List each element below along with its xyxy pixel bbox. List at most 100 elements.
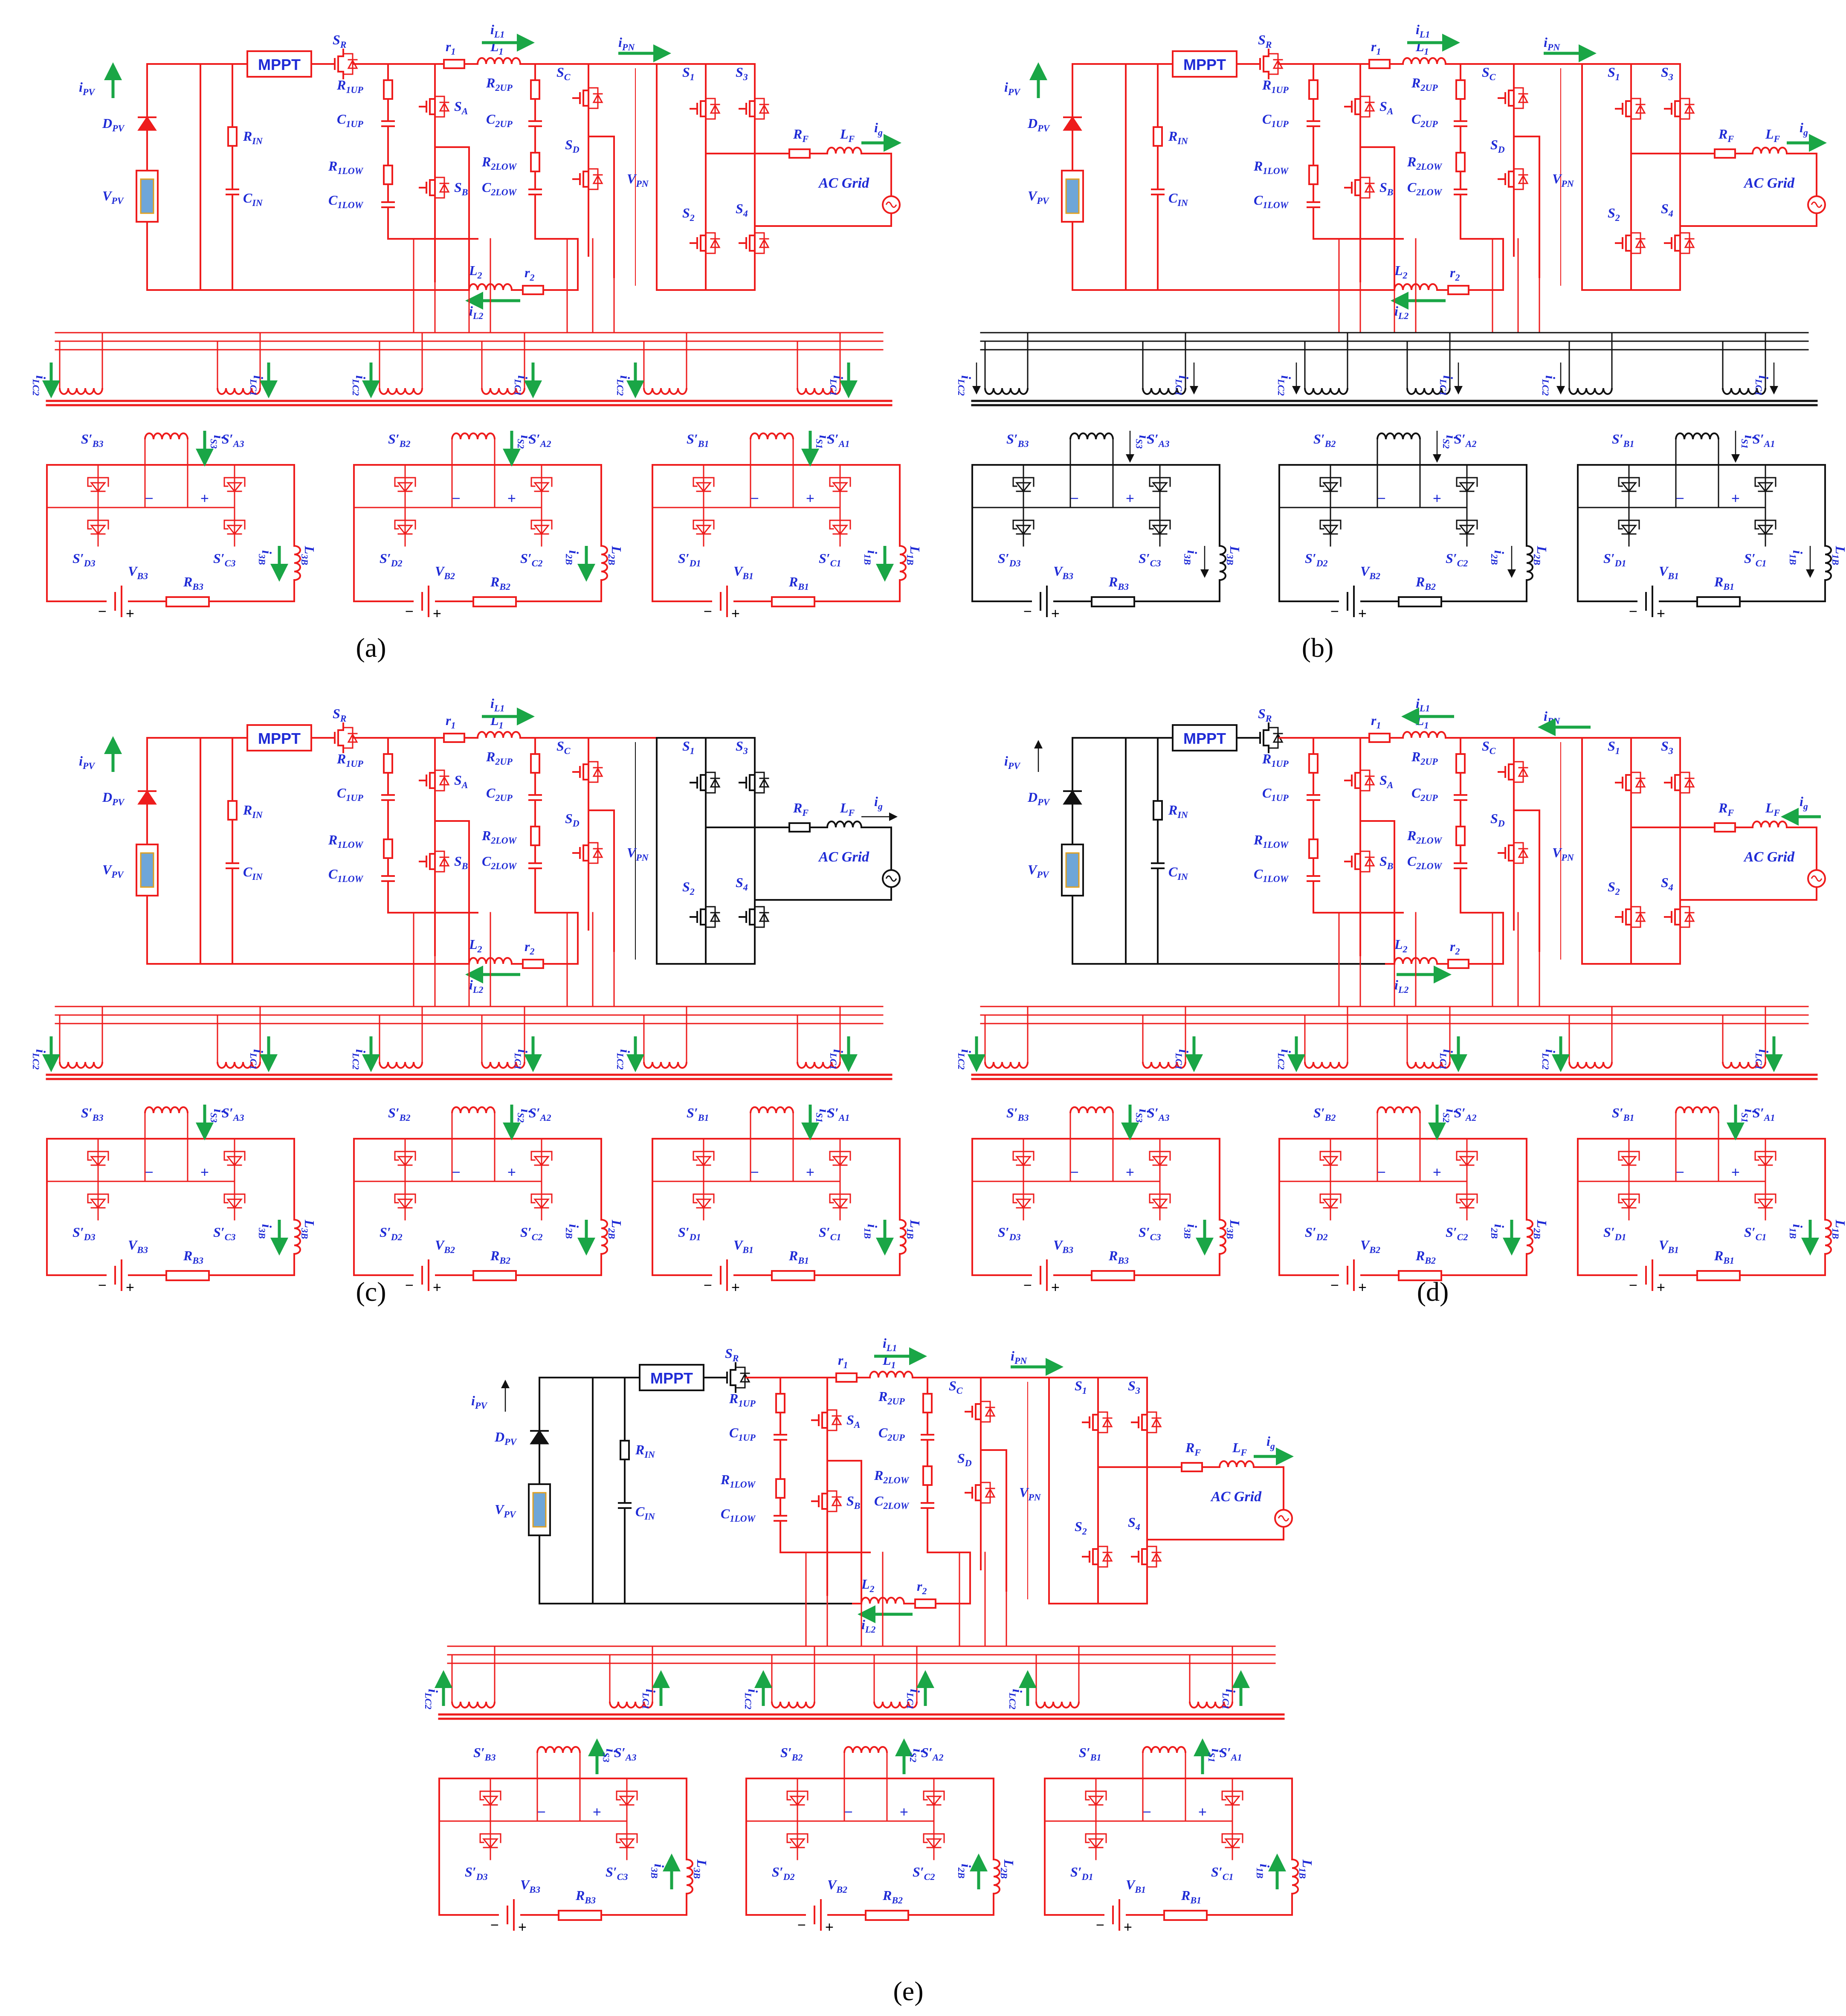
sb-label: SB bbox=[1379, 180, 1393, 197]
cell-rb-label: RB1 bbox=[1181, 1888, 1201, 1906]
lf-inductor bbox=[1752, 821, 1788, 828]
coupled-coil-1 bbox=[984, 1062, 1029, 1069]
r1-resistor bbox=[835, 1372, 858, 1383]
sb-cell-switch bbox=[693, 1151, 715, 1166]
sa-cell-switch bbox=[223, 477, 246, 493]
r1low-label: R1LOW bbox=[328, 158, 364, 176]
cell-minus: − bbox=[1377, 1164, 1386, 1181]
r1-label: r1 bbox=[446, 713, 455, 731]
s1-switch bbox=[690, 767, 721, 798]
r1up-resistor bbox=[383, 79, 393, 100]
cell-sc-label: S′C1 bbox=[819, 551, 841, 569]
cin-label: CIN bbox=[243, 190, 263, 208]
cell-minus: − bbox=[145, 1164, 154, 1181]
coupled-label-6: iLC1 bbox=[1220, 1689, 1238, 1709]
sb-cell-switch bbox=[1085, 1790, 1107, 1806]
il2-label: iL2 bbox=[469, 977, 483, 995]
cell-vb-label: VB1 bbox=[733, 1237, 753, 1255]
il2-label: iL2 bbox=[861, 1617, 875, 1635]
l2-label: L2 bbox=[469, 263, 482, 281]
coupled-coil-3 bbox=[771, 1701, 815, 1709]
battery-plus: + bbox=[731, 1279, 740, 1296]
c2up-capacitor bbox=[528, 120, 542, 127]
sb-switch bbox=[419, 172, 450, 203]
c2up-capacitor bbox=[1454, 120, 1467, 127]
c2up-label: C2UP bbox=[878, 1425, 905, 1443]
mppt-label: MPPT bbox=[258, 56, 301, 73]
ipn-label: iPN bbox=[618, 35, 635, 52]
cell-ib-label: i2B bbox=[564, 1224, 582, 1239]
coupled-coil-4 bbox=[1406, 1062, 1451, 1069]
coupled-label-1: iLC2 bbox=[31, 375, 49, 396]
vpv-label: VPV bbox=[1028, 862, 1050, 880]
mppt-box bbox=[1172, 724, 1237, 751]
cell-lb-label: L2B bbox=[1532, 545, 1550, 565]
cin-capacitor bbox=[1151, 862, 1165, 869]
cell-lb-inductor bbox=[294, 545, 301, 581]
sd-switch bbox=[572, 838, 603, 868]
sd-cell-switch bbox=[693, 519, 715, 535]
coupled-coil-6 bbox=[797, 1062, 841, 1069]
r2-resistor bbox=[522, 959, 544, 969]
cell-ib-label: i3B bbox=[1182, 1224, 1200, 1239]
coupled-coil-1 bbox=[451, 1701, 496, 1709]
cell-sd-label: S′D2 bbox=[380, 1224, 403, 1242]
coupled-label-2: iLC1 bbox=[640, 1689, 658, 1709]
r2-resistor bbox=[1447, 959, 1469, 969]
s1-label: S1 bbox=[1075, 1378, 1087, 1396]
coupled-coil-4 bbox=[873, 1701, 918, 1709]
l2-label: L2 bbox=[469, 937, 482, 954]
sc-cell-switch bbox=[1754, 1193, 1776, 1209]
c1low-capacitor bbox=[1307, 201, 1320, 208]
cell-is-label: iS2 bbox=[516, 1109, 533, 1123]
cell-sb-label: S′B1 bbox=[687, 1105, 709, 1123]
cell-ib-label: i3B bbox=[649, 1864, 667, 1879]
lf-label: LF bbox=[1765, 126, 1780, 144]
cell-sc-label: S′C2 bbox=[520, 551, 542, 569]
sb-cell-switch bbox=[1319, 1151, 1342, 1166]
cell-rb-label: RB1 bbox=[788, 1248, 809, 1266]
ac-grid-label: AC Grid bbox=[1743, 175, 1795, 191]
r1low-resistor bbox=[775, 1478, 785, 1499]
cell-vb-label: VB2 bbox=[1360, 1237, 1380, 1255]
cell-vb-label: VB3 bbox=[520, 1877, 540, 1895]
r2up-resistor bbox=[530, 79, 540, 100]
cell-lb-inductor bbox=[1526, 545, 1533, 581]
cell-sc-label: S′C2 bbox=[1446, 551, 1468, 569]
r1up-resistor bbox=[775, 1393, 785, 1413]
r1up-resistor bbox=[1308, 753, 1319, 774]
sb-cell-switch bbox=[394, 477, 416, 493]
coupled-label-6: iLC1 bbox=[1753, 1049, 1771, 1070]
c1low-label: C1LOW bbox=[721, 1506, 756, 1524]
cell-ib-label: i3B bbox=[257, 550, 275, 565]
cell-sb-label: S′B3 bbox=[81, 1105, 103, 1123]
sa-switch bbox=[419, 91, 450, 122]
sa-label: SA bbox=[454, 99, 468, 116]
cell-ib-label: i2B bbox=[564, 550, 582, 565]
r1up-label: R1UP bbox=[729, 1391, 756, 1409]
cell-is-label: iS3 bbox=[209, 1109, 226, 1123]
r2up-label: R2UP bbox=[878, 1389, 905, 1407]
cell-sd-label: S′D3 bbox=[72, 551, 96, 569]
cell-sb-label: S′B2 bbox=[388, 431, 410, 449]
s1-label: S1 bbox=[682, 738, 695, 756]
s3-label: S3 bbox=[736, 738, 748, 756]
dpv-diode bbox=[1063, 790, 1082, 805]
r2-label: r2 bbox=[1450, 939, 1460, 957]
vpn-label: VPN bbox=[1552, 171, 1574, 189]
s2-label: S2 bbox=[682, 205, 695, 223]
mppt-label: MPPT bbox=[1183, 730, 1226, 747]
c1up-capacitor bbox=[1307, 120, 1320, 127]
cell-sc-label: S′C1 bbox=[1744, 1224, 1766, 1242]
cell-sa-label: S′A1 bbox=[827, 431, 849, 449]
cell-plus: + bbox=[1433, 490, 1441, 507]
s4-switch bbox=[1664, 228, 1695, 258]
cell-sc-label: S′C2 bbox=[1446, 1224, 1468, 1242]
coupled-coil-2 bbox=[217, 1062, 261, 1069]
cell-ib-label: i2B bbox=[956, 1864, 974, 1879]
coupled-label-2: iLC1 bbox=[1174, 1049, 1191, 1070]
